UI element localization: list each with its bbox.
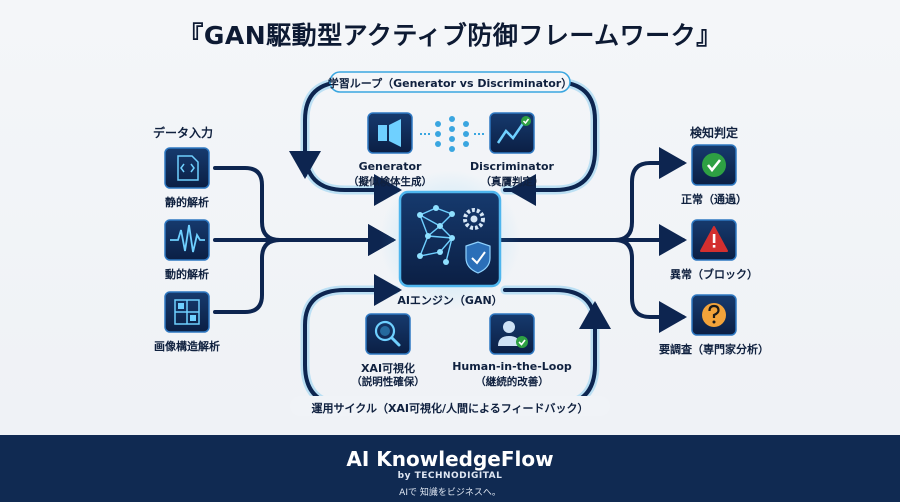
footer-brand: AI KnowledgeFlow	[346, 447, 554, 471]
detect-anomaly-label: 異常（ブロック）	[670, 268, 758, 281]
check-icon	[691, 144, 737, 186]
magnifier-icon	[365, 313, 411, 355]
ops-cycle-pill	[290, 396, 610, 416]
person-check-icon	[489, 313, 535, 355]
question-icon	[691, 294, 737, 336]
generator-label: Generator	[358, 160, 422, 173]
framework-diagram	[164, 71, 737, 416]
footer-tagline: AIで 知識をビジネスへ。	[399, 488, 501, 498]
input-heading: データ入力	[153, 126, 214, 140]
image-grid-icon	[164, 291, 210, 333]
waveform-icon	[164, 219, 210, 261]
input-arrows	[213, 166, 396, 314]
xai-label: XAI可視化	[360, 362, 416, 375]
footer-bar	[0, 435, 900, 502]
output-arrows	[498, 147, 687, 333]
discriminator-icon	[489, 112, 535, 154]
footer-byline: by TECHNODIGITAL	[397, 471, 503, 481]
ops-cycle-label: 運用サイクル（XAI可視化/人間によるフィードバック）	[311, 402, 589, 415]
input-dynamic-label: 動的解析	[165, 268, 209, 281]
discriminator-label: Discriminator	[470, 160, 554, 173]
discriminator-desc: （真贋判定）	[480, 176, 544, 188]
engine-label: AIエンジン（GAN）	[397, 294, 503, 307]
page-title: 『GAN駆動型アクティブ防御フレームワーク』	[178, 21, 722, 50]
ai-brain-icon	[380, 170, 520, 310]
input-image-label: 画像構造解析	[154, 340, 220, 353]
generator-desc: （擬似検体生成）	[348, 176, 432, 188]
code-file-icon	[164, 147, 210, 189]
detection-heading: 検知判定	[690, 126, 739, 140]
hitl-label: Human-in-the-Loop	[452, 360, 572, 373]
learning-loop-label: 学習ループ（Generator vs Discriminator）	[327, 77, 573, 90]
xai-desc: （説明性確保）	[351, 376, 425, 388]
generator-icon	[367, 112, 413, 154]
learning-loop-pill	[329, 71, 571, 93]
warning-icon	[691, 219, 737, 261]
detect-normal-label: 正常（通過）	[681, 193, 747, 206]
hitl-desc: （継続的改善）	[475, 376, 549, 388]
neural-network-icon	[420, 116, 486, 152]
detect-investigate-label: 要調査（専門家分析）	[659, 343, 769, 356]
input-static-label: 静的解析	[165, 196, 209, 209]
